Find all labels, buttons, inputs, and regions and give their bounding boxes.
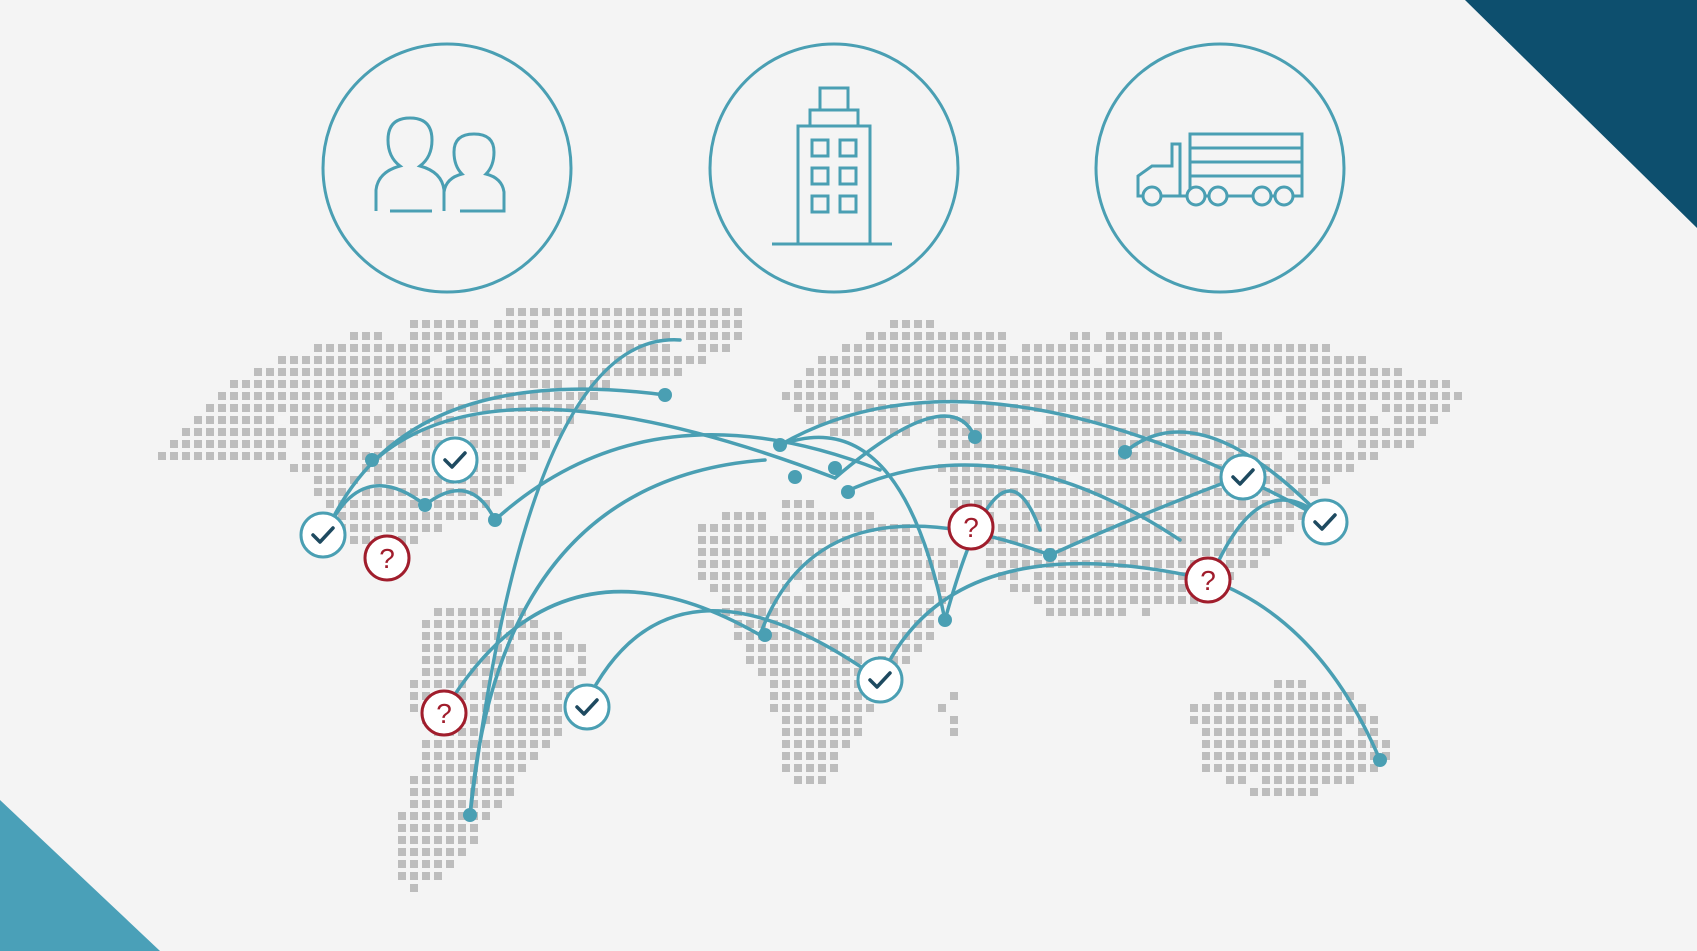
route-node bbox=[938, 613, 952, 627]
check-marker-icon bbox=[563, 683, 611, 731]
truck-icon bbox=[1094, 42, 1346, 294]
building-icon bbox=[708, 42, 960, 294]
status-markers: ???? bbox=[299, 436, 1349, 737]
question-mark: ? bbox=[436, 698, 452, 729]
route-arc bbox=[778, 435, 947, 622]
question-marker-icon: ? bbox=[420, 689, 468, 737]
route-arc bbox=[1123, 430, 1327, 522]
route-arc bbox=[423, 488, 497, 522]
check-marker-icon bbox=[1301, 498, 1349, 546]
route-node bbox=[788, 470, 802, 484]
route-arc bbox=[373, 407, 837, 480]
question-marker-icon: ? bbox=[363, 534, 411, 582]
question-mark: ? bbox=[963, 512, 979, 543]
route-node bbox=[658, 388, 672, 402]
route-node bbox=[488, 513, 502, 527]
route-node bbox=[418, 498, 432, 512]
route-node bbox=[758, 628, 772, 642]
route-node bbox=[968, 430, 982, 444]
question-mark: ? bbox=[379, 543, 395, 574]
route-nodes bbox=[365, 388, 1387, 822]
check-marker-icon bbox=[431, 436, 479, 484]
people-icon bbox=[321, 42, 573, 294]
corner-accent-bottom-left bbox=[0, 800, 160, 951]
check-marker-icon bbox=[299, 511, 347, 559]
route-arc bbox=[468, 458, 767, 817]
route-node bbox=[773, 438, 787, 452]
route-arc bbox=[493, 433, 882, 522]
corner-accent-top-right bbox=[1465, 0, 1697, 228]
route-arc bbox=[1208, 578, 1382, 762]
route-arc bbox=[583, 609, 882, 707]
question-marker-icon: ? bbox=[1184, 556, 1232, 604]
check-marker-icon bbox=[856, 656, 904, 704]
route-node bbox=[1373, 753, 1387, 767]
route-arc bbox=[833, 414, 977, 480]
route-arc bbox=[843, 463, 1182, 542]
route-arc bbox=[878, 561, 1212, 682]
route-node bbox=[365, 453, 379, 467]
route-node bbox=[1118, 445, 1132, 459]
world-map-dots bbox=[158, 308, 1462, 892]
route-node bbox=[828, 461, 842, 475]
route-node bbox=[463, 808, 477, 822]
question-marker-icon: ? bbox=[947, 503, 995, 551]
route-arc bbox=[943, 489, 1042, 622]
route-arc bbox=[468, 338, 682, 817]
route-node bbox=[841, 485, 855, 499]
question-mark: ? bbox=[1200, 565, 1216, 596]
route-node bbox=[1043, 548, 1057, 562]
check-marker-icon bbox=[1219, 453, 1267, 501]
route-arc bbox=[323, 387, 667, 537]
